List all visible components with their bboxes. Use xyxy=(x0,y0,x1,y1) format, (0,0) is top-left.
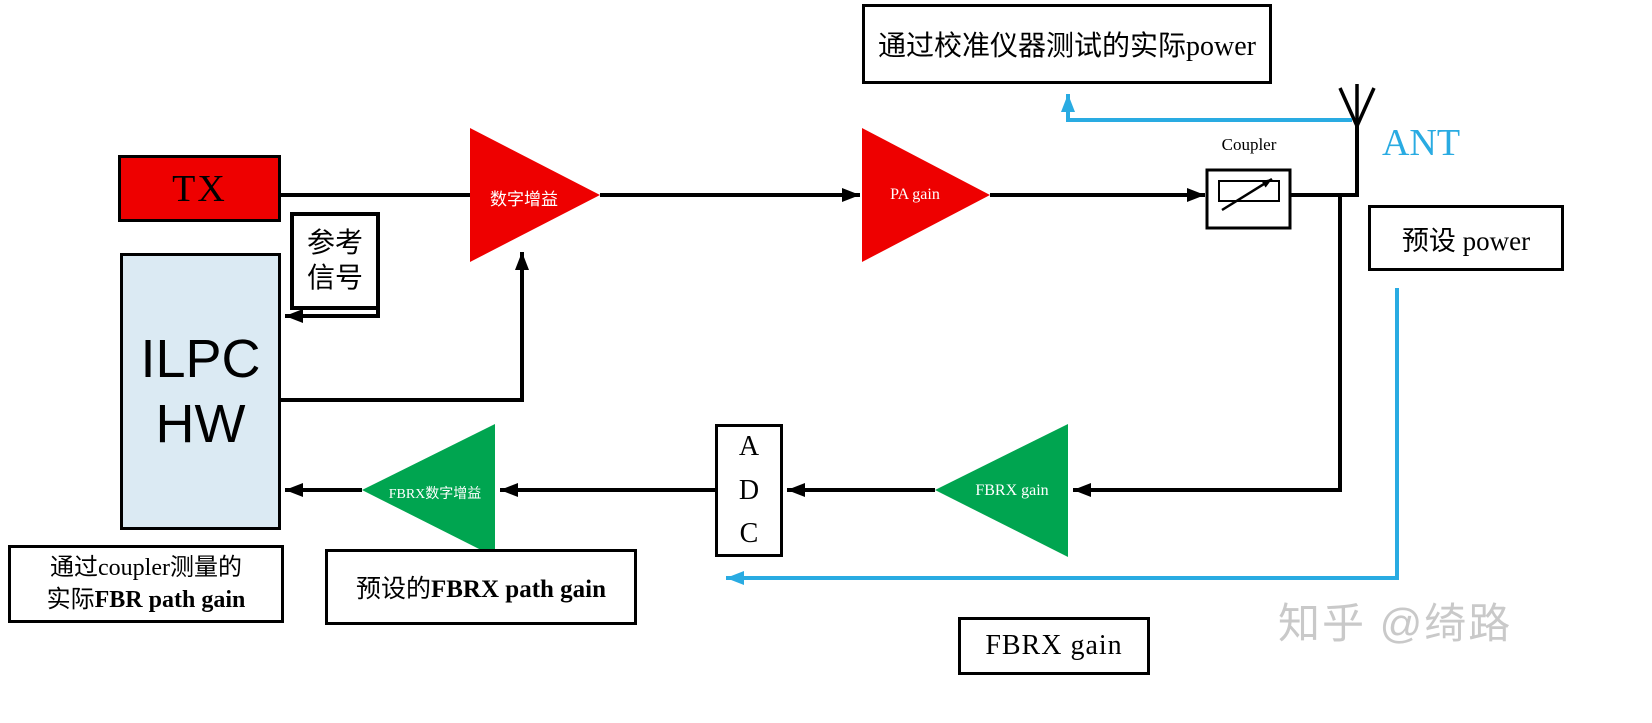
fbrx-gain-amp-label: FBRX gain xyxy=(975,482,1049,499)
fbrx-digital-gain-label: FBRX数字增益 xyxy=(388,487,482,502)
connector-preset-power-feedback xyxy=(726,288,1399,585)
pa-gain-label: PA gain xyxy=(890,186,940,203)
ilpc-line1: ILPC xyxy=(140,328,261,389)
connector-coupler-to-antenna xyxy=(1290,124,1359,197)
digital-gain-amplifier xyxy=(470,128,600,262)
digital-gain-label: 数字增益 xyxy=(490,190,558,209)
fbrx-gain-callout: FBRX gain xyxy=(958,617,1150,675)
preset-power-callout: 预设 power xyxy=(1368,205,1564,271)
reference-signal-block: 参考 信号 xyxy=(290,212,380,310)
coupler-symbol xyxy=(1205,168,1292,230)
coupler-label: Coupler xyxy=(1221,135,1277,154)
fbrx-gain-callout-text: FBRX gain xyxy=(985,630,1123,661)
pa-gain-amplifier xyxy=(862,128,990,262)
adc-letter-a: A xyxy=(738,431,760,463)
connector-coupler-tap-to-fbrx-gain xyxy=(1073,195,1342,497)
ant-label: ANT xyxy=(1381,122,1461,164)
preset-fbrx-text: 预设的FBRX path gain xyxy=(356,569,606,605)
measured-fbr-line1: 通过coupler测量的 xyxy=(50,554,242,581)
preset-fbrx-latin: FBRX path gain xyxy=(430,576,607,603)
fbrx-gain-amplifier xyxy=(935,424,1068,557)
tx-block: TX xyxy=(118,155,281,222)
measured-fbr-line2-prefix: 实际 xyxy=(46,587,95,613)
adc-block: A D C xyxy=(715,424,783,557)
preset-fbrx-path-callout: 预设的FBRX path gain xyxy=(325,549,637,625)
ilpc-line2: HW xyxy=(155,393,246,454)
ilpc-hw-block: ILPC HW xyxy=(120,253,281,530)
measured-power-callout: 通过校准仪器测试的实际power xyxy=(862,4,1272,84)
adc-letter-c: C xyxy=(739,518,759,550)
connector-ref-signal-to-ilpc xyxy=(285,308,380,323)
measured-fbr-path-callout: 通过coupler测量的 实际FBR path gain xyxy=(8,545,284,623)
preset-fbrx-prefix: 预设的 xyxy=(355,576,431,603)
ref-signal-line2: 信号 xyxy=(306,263,363,294)
measured-fbr-line2: 实际FBR path gain xyxy=(47,584,246,616)
connector-antenna-to-measured-power xyxy=(1061,94,1352,122)
watermark: 知乎 @绮路 xyxy=(1278,599,1513,647)
adc-letter-d: D xyxy=(738,474,760,506)
antenna-icon xyxy=(1338,84,1376,127)
measured-power-text: 通过校准仪器测试的实际power xyxy=(878,31,1256,62)
preset-power-text: 预设 power xyxy=(1401,225,1531,256)
ref-signal-line1: 参考 xyxy=(306,228,363,259)
fbrx-digital-gain-amplifier xyxy=(362,424,495,557)
tx-label: TX xyxy=(172,167,227,210)
connector-ilpc-to-digital-gain xyxy=(281,252,529,402)
measured-fbr-line2-latin: FBR path gain xyxy=(94,587,246,613)
